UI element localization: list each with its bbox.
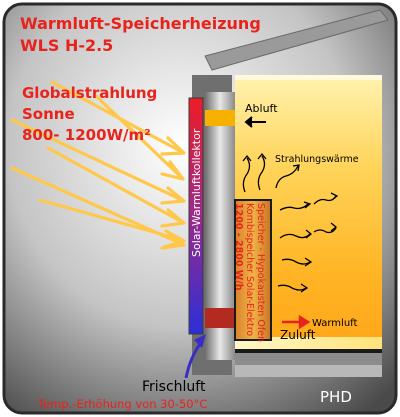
sun-ray-arrow-head bbox=[160, 208, 186, 228]
exhaust-opening bbox=[205, 110, 237, 126]
heat-wave-arrow bbox=[279, 233, 311, 239]
supply-air-label: Zuluft bbox=[280, 328, 316, 342]
heat-wave-arrow bbox=[313, 227, 337, 234]
exhaust-arrow bbox=[244, 116, 266, 128]
radiation-line3: 800- 1200W/m² bbox=[22, 126, 151, 144]
fresh-air-arrow bbox=[184, 334, 206, 379]
storage-line1: Speicher - Hypokausten Ofen bbox=[255, 203, 266, 342]
radiation-line1: Globalstrahlung bbox=[22, 84, 157, 102]
fresh-air-label: Frischluft bbox=[142, 379, 206, 395]
sun-ray-arrow-head bbox=[160, 186, 186, 205]
sun-ray-arrow bbox=[46, 146, 184, 224]
storage-line3: 1200 - 2800 W/h bbox=[233, 203, 244, 291]
title-line1: Warmluft-Speicherheizung bbox=[20, 14, 261, 33]
temperature-increase-label: Temp.-Erhöhung von 30-50°C bbox=[37, 397, 207, 411]
intake-opening bbox=[205, 308, 237, 328]
ceiling bbox=[235, 75, 382, 80]
sun-ray-arrow-head bbox=[160, 160, 185, 181]
storage-heater bbox=[234, 199, 272, 341]
storage-text-group: Speicher - Hypokausten Ofen Kombispeiche… bbox=[233, 203, 266, 342]
foundation-lower bbox=[235, 365, 382, 377]
heat-wave-arrow bbox=[275, 165, 299, 189]
warm-air-label: Warmluft bbox=[312, 318, 358, 329]
sun-ray-arrow-head bbox=[160, 136, 186, 156]
title-line2: WLS H-2.5 bbox=[20, 36, 113, 55]
exhaust-label: Abluft bbox=[245, 102, 278, 115]
brand-label: PHD bbox=[320, 388, 352, 406]
sun-ray-arrows bbox=[10, 80, 186, 250]
radiant-heat-label: Strahlungswärme bbox=[275, 154, 359, 165]
sun-ray-arrow-head bbox=[162, 229, 186, 249]
collector-label: Solar-Warmluftkollektor bbox=[190, 128, 203, 257]
sun-ray-arrow bbox=[38, 198, 184, 242]
heat-wave-arrow bbox=[279, 203, 309, 211]
floor-slab bbox=[235, 349, 382, 353]
radiant-heat-arrows bbox=[242, 152, 339, 293]
sun-ray-arrow bbox=[10, 118, 184, 202]
sun-ray-arrow bbox=[94, 94, 184, 180]
heat-wave-arrow bbox=[277, 284, 307, 291]
roof bbox=[204, 9, 389, 71]
heat-wave-arrow bbox=[242, 157, 251, 193]
solar-collector bbox=[188, 97, 204, 335]
foundation bbox=[235, 353, 382, 365]
warm-air-arrow bbox=[282, 314, 311, 330]
radiation-line2: Sonne bbox=[22, 105, 75, 123]
heat-wave-arrow bbox=[281, 258, 311, 265]
storage-line2: Kombispeicher Solar-Elektro bbox=[244, 203, 255, 336]
heat-wave-arrow bbox=[257, 155, 266, 191]
